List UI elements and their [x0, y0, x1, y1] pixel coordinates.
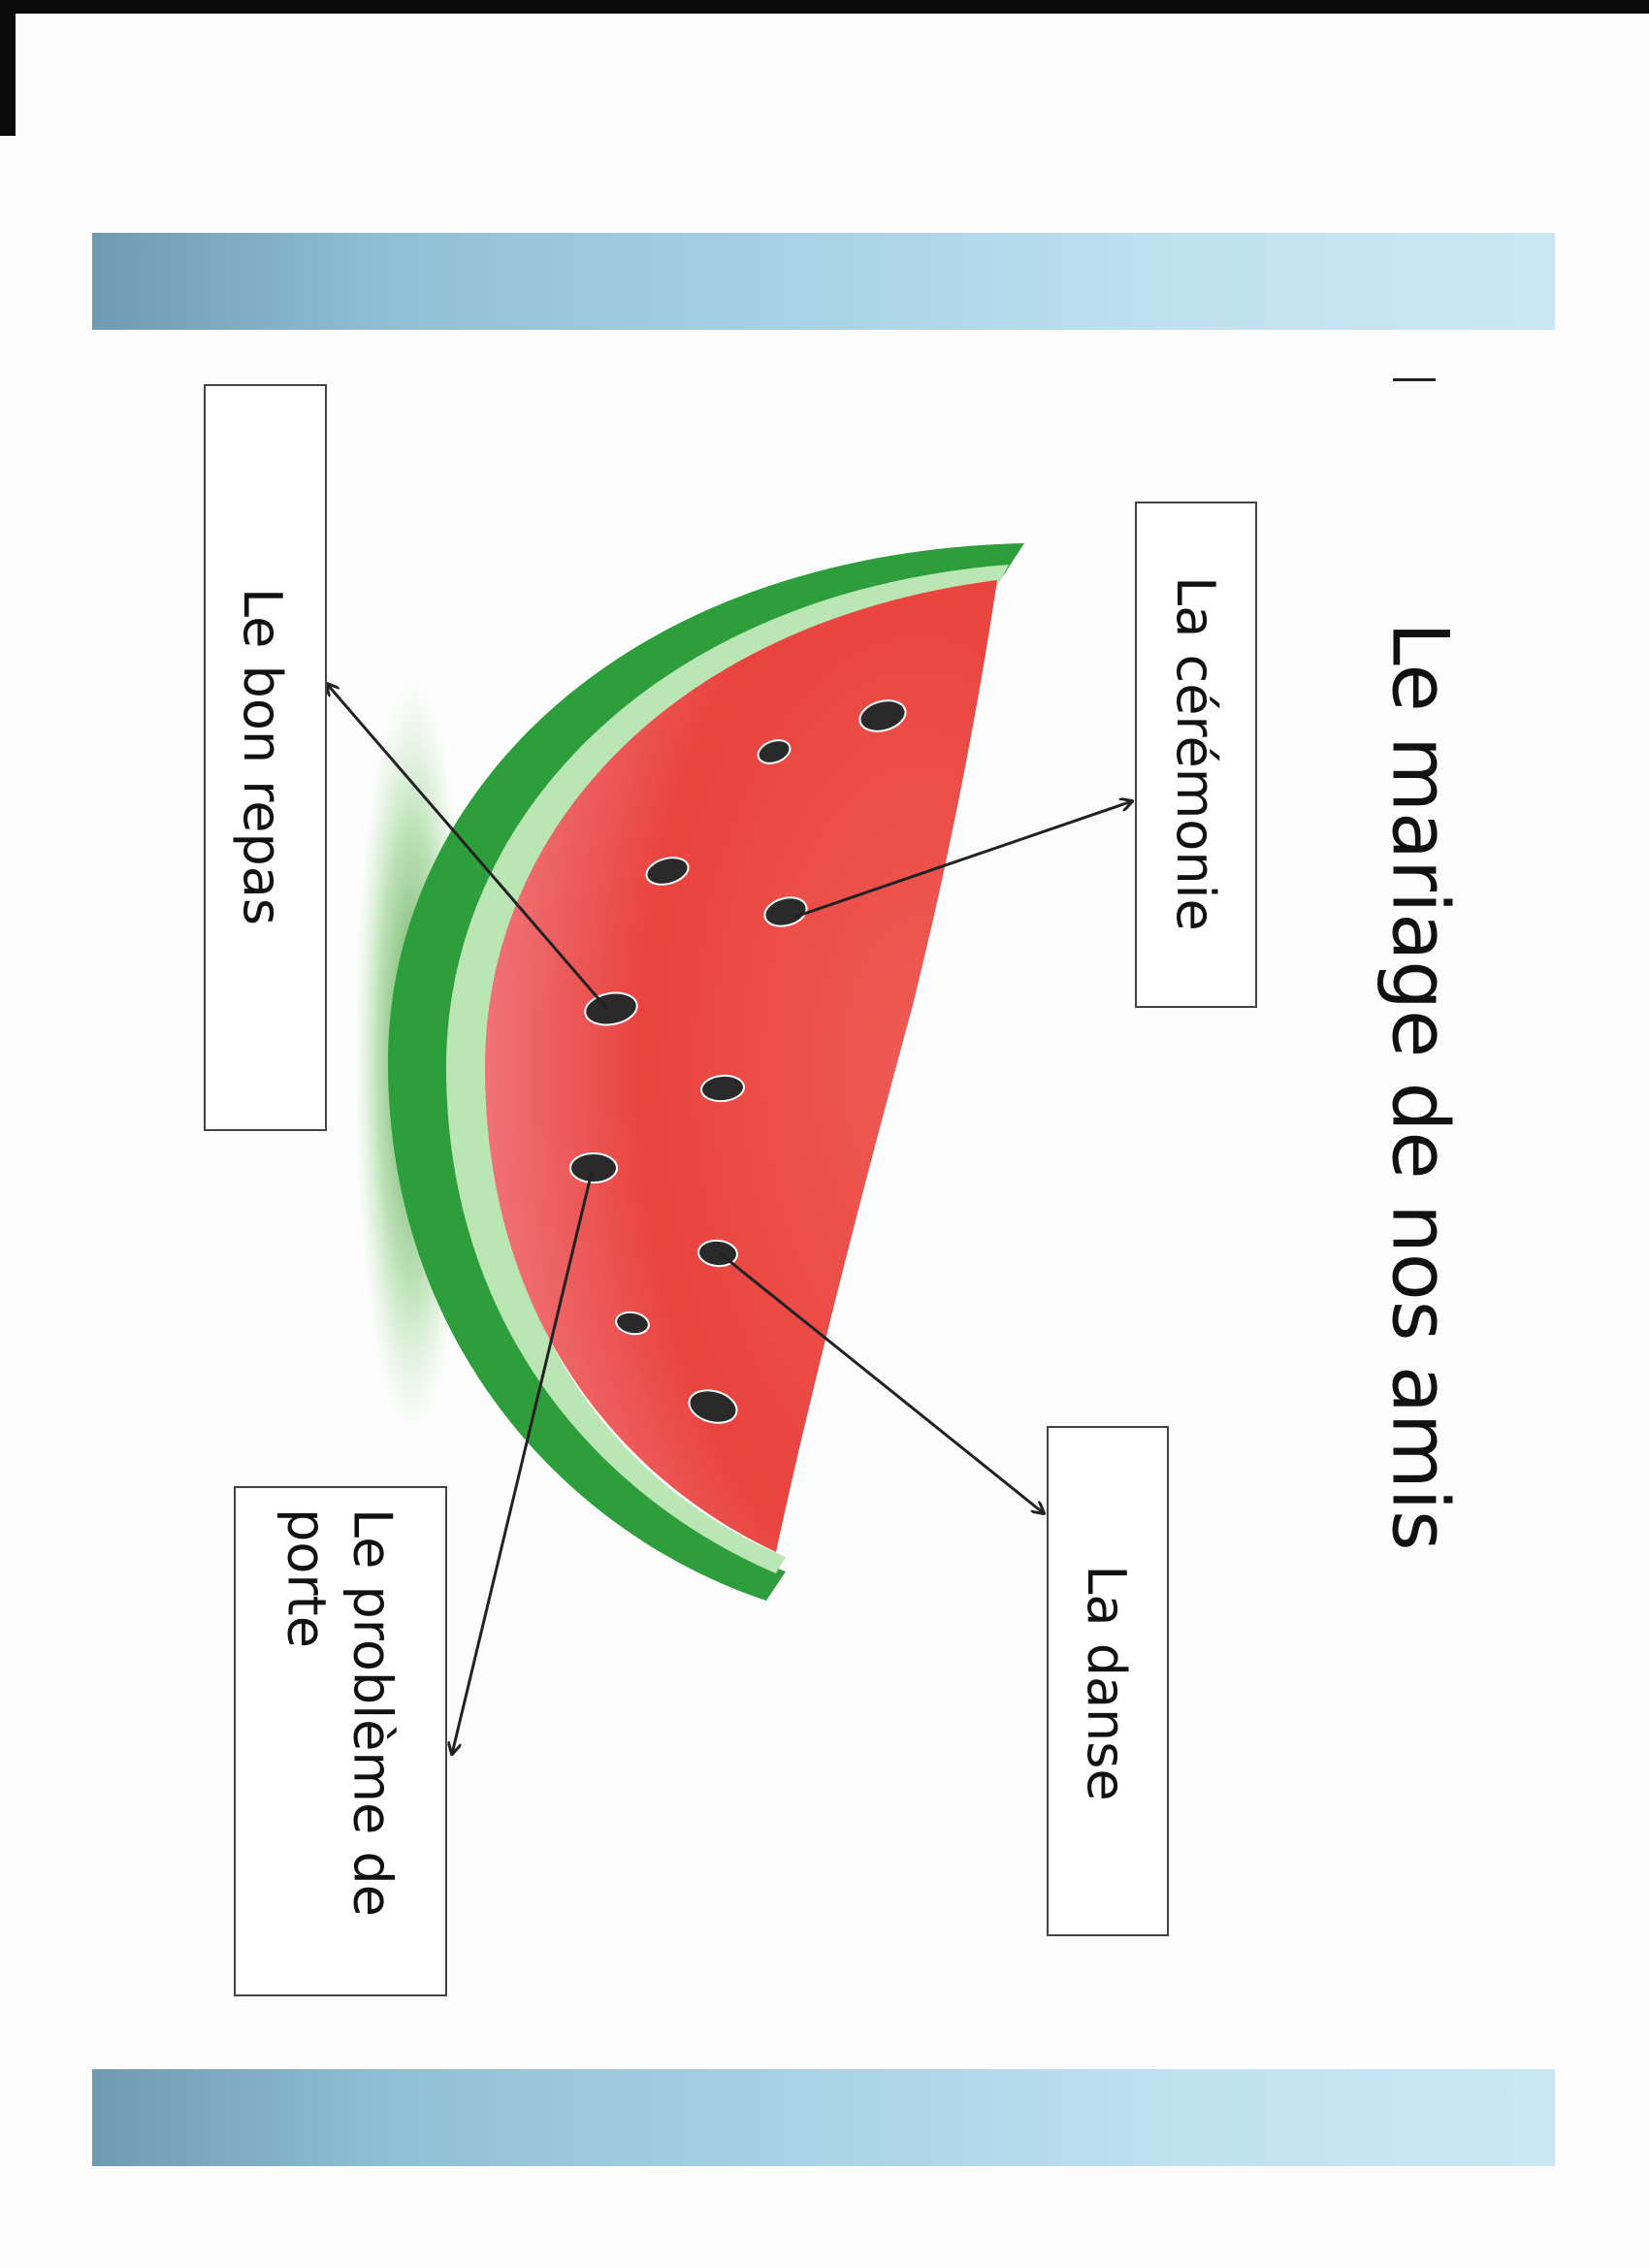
arrow-danse: [719, 1251, 1044, 1513]
watermelon-seeds: [569, 699, 907, 1424]
seed: [858, 699, 907, 732]
label-box-ceremonie: [1135, 502, 1257, 1008]
decorative-band-bottom: [92, 2069, 1555, 2166]
seed: [688, 1389, 738, 1424]
label-ceremonie: La cérémonie: [1164, 576, 1226, 931]
seed: [757, 739, 792, 764]
label-box-bon-repas: [204, 384, 327, 1131]
scan-edge-left: [0, 0, 16, 136]
seed: [645, 857, 690, 886]
label-box-probleme-porte: [234, 1486, 447, 1996]
scan-edge-top: [0, 0, 1649, 14]
seed: [615, 1311, 650, 1336]
seed: [584, 991, 638, 1026]
seed: [700, 1074, 745, 1103]
decorative-band-top: [92, 233, 1555, 330]
seed: [763, 896, 808, 927]
label-bon-repas: Le bon repas: [231, 588, 293, 925]
label-box-danse: [1047, 1426, 1169, 1936]
small-dash-mark: [1393, 378, 1436, 381]
arrow-ceremonie: [794, 801, 1132, 919]
arrow-bon-repas: [327, 684, 609, 1010]
watermelon-flesh: [485, 580, 997, 1552]
arrow-probleme-porte: [452, 1171, 594, 1754]
seed: [569, 1152, 618, 1183]
label-probleme-porte: Le problème de porte: [276, 1508, 404, 1917]
label-danse: La danse: [1075, 1565, 1137, 1801]
